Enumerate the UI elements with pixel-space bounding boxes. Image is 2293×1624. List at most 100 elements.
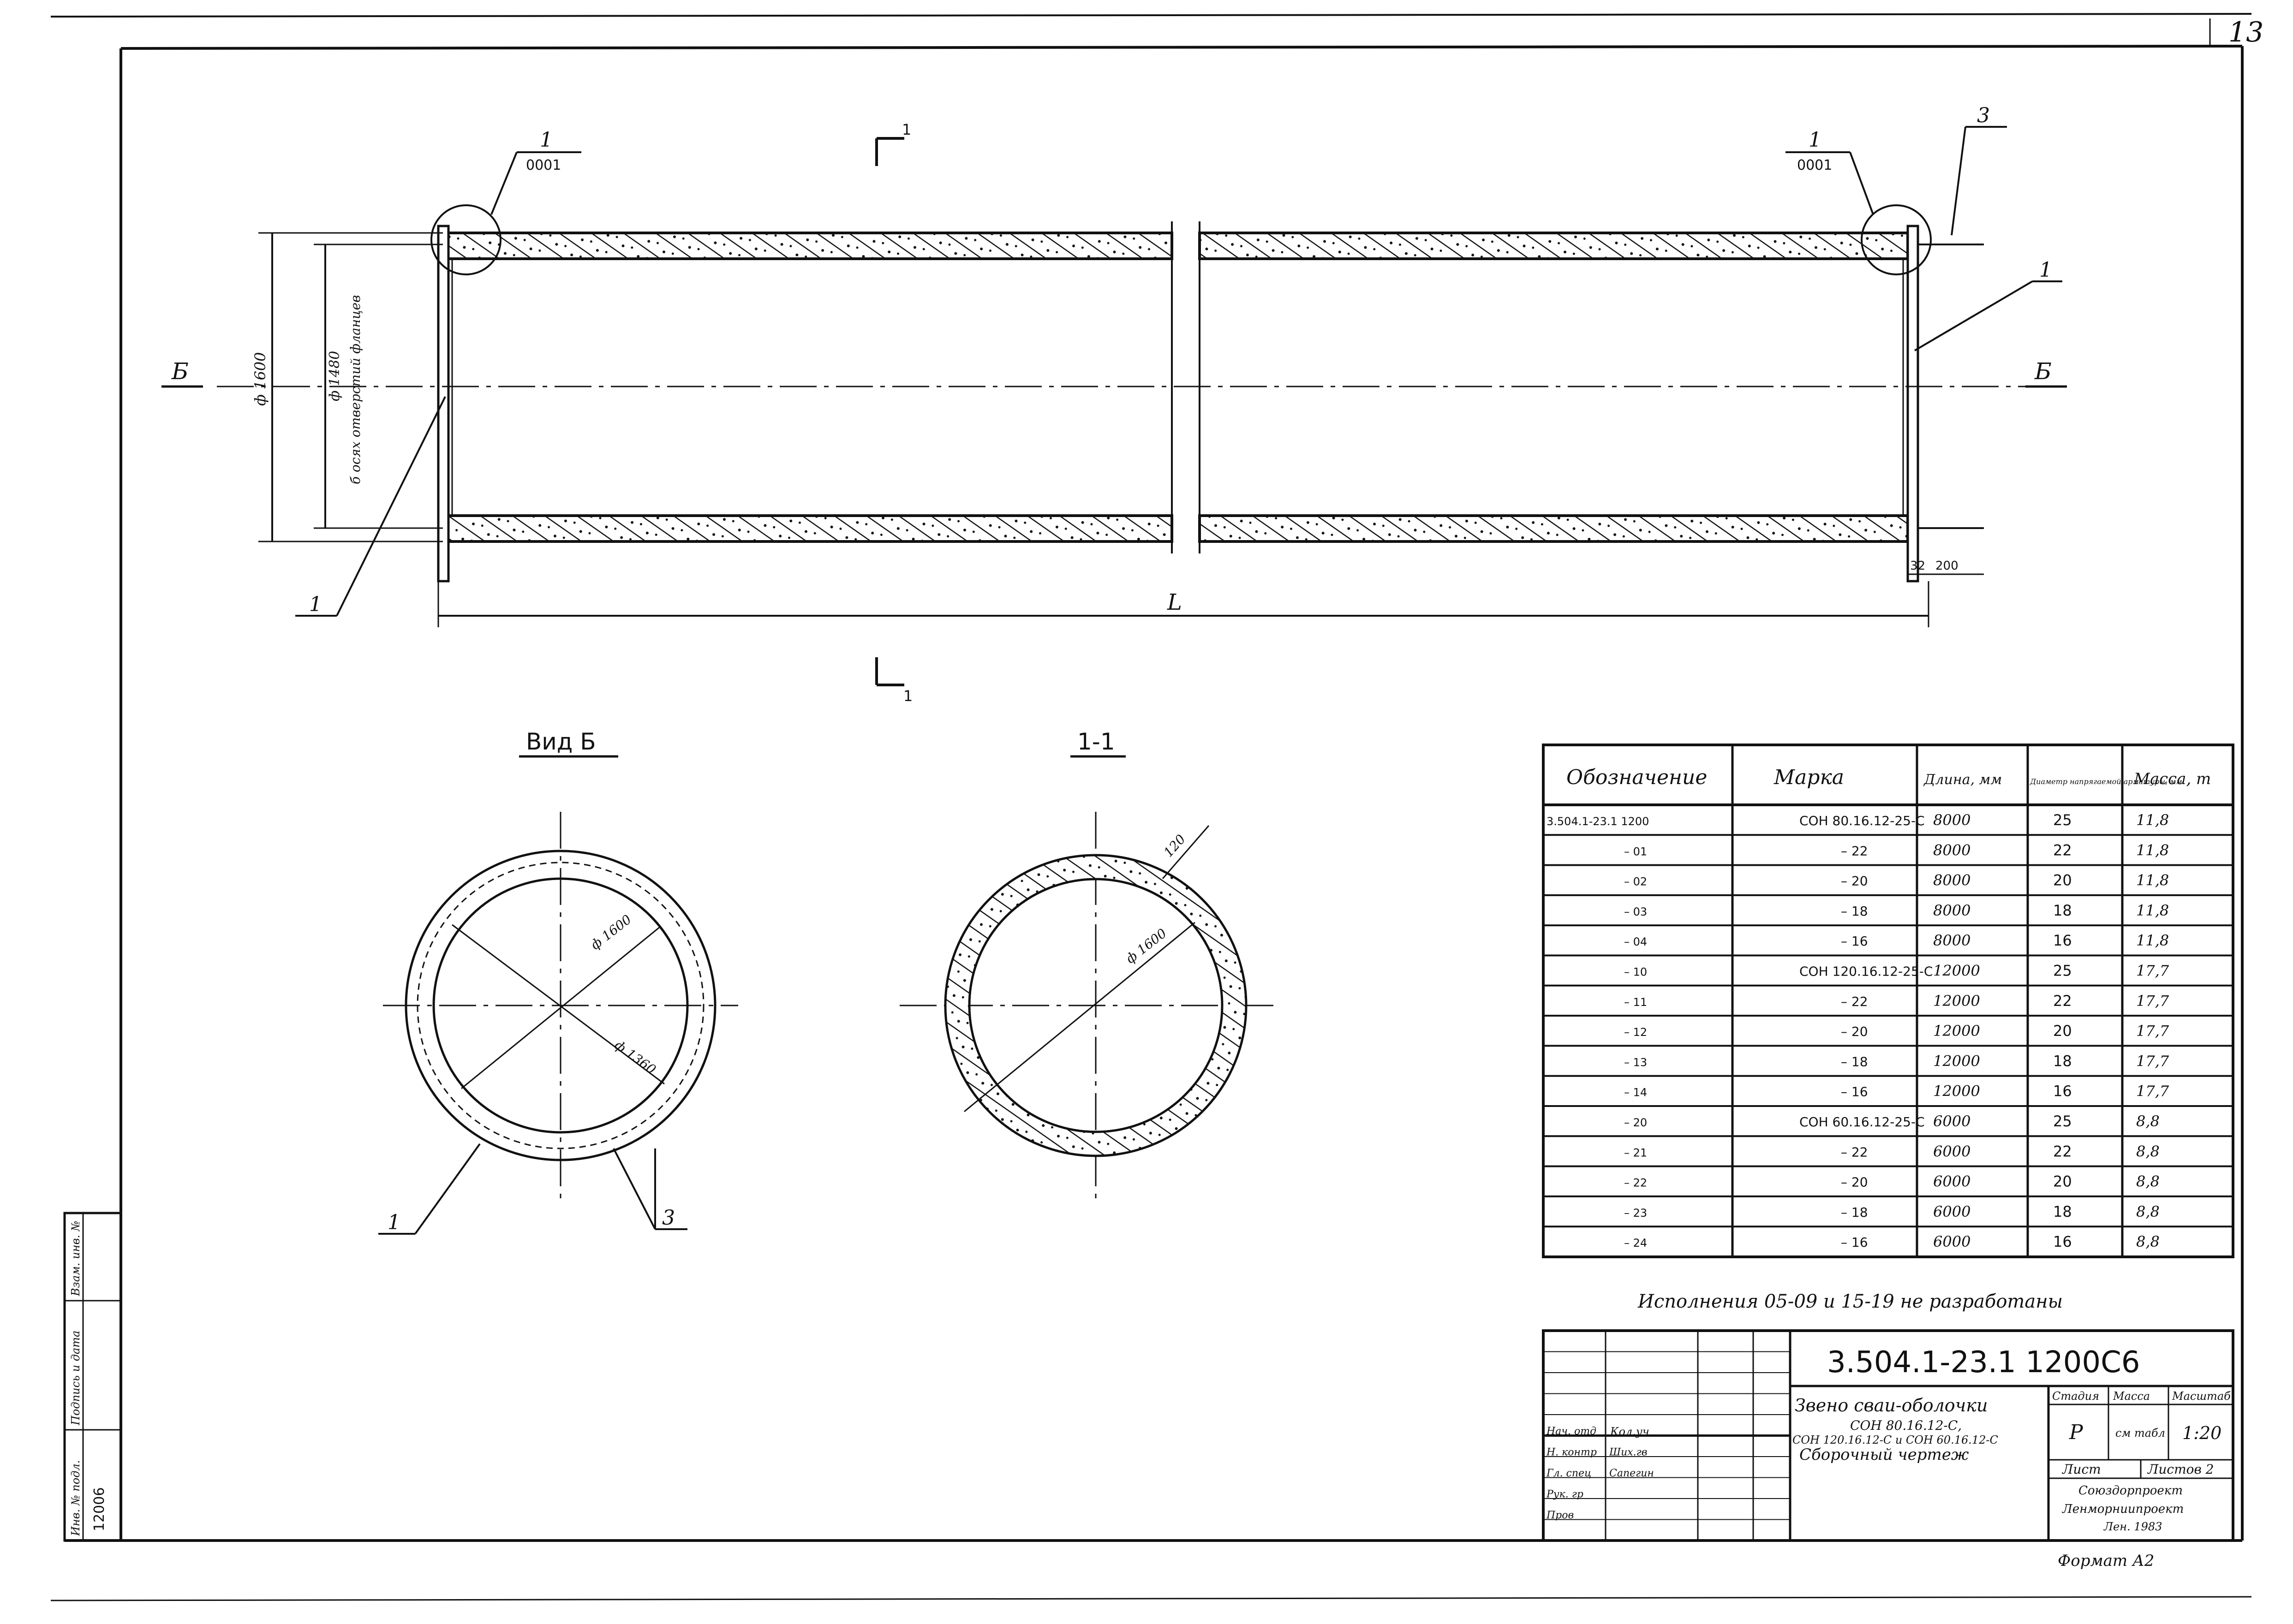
view-b-title: Вид Б (526, 728, 596, 755)
spec-cell: – 22 (1841, 1144, 1868, 1160)
title-code: 3.504.1-23.1 1200С6 (1827, 1345, 2140, 1380)
svg-text:ф 1600: ф 1600 (251, 352, 269, 406)
title-role: Н. контр (1546, 1447, 1597, 1458)
title-name-4: Сборочный чертеж (1799, 1446, 1969, 1464)
bottom-wall-right (1198, 514, 1909, 543)
spec-cell: СОН 80.16.12-25-С (1799, 813, 1925, 828)
leader-pos-1-right: 1 (1914, 258, 2062, 351)
spec-header-mass: Масса, т (2133, 770, 2211, 788)
spec-cell: 8,8 (2136, 1112, 2160, 1130)
spec-cell: 3.504.1-23.1 1200 (1547, 815, 1649, 828)
spec-cell: 22 (2053, 1142, 2072, 1160)
spec-cell: – 20 (1624, 1116, 1647, 1129)
view-arrow-right: Б (2025, 358, 2067, 388)
spec-cell: 8000 (1933, 841, 1971, 859)
section-title: 1-1 (1077, 728, 1115, 755)
spec-cell: – 18 (1841, 1205, 1868, 1220)
title-name-1: Звено сваи-оболочки (1795, 1395, 1988, 1416)
svg-text:12006: 12006 (91, 1487, 107, 1531)
title-stage: Р (2069, 1421, 2084, 1444)
spec-cell: – 21 (1624, 1146, 1647, 1159)
dimension-outer-diameter: ф 1600 (251, 232, 443, 542)
spec-cell: – 02 (1624, 875, 1647, 888)
spec-cell: – 18 (1841, 904, 1868, 919)
spec-note: Исполнения 05-09 и 15-19 не разработаны (1637, 1291, 2063, 1312)
svg-text:1: 1 (903, 687, 913, 705)
title-name-2: СОН 80.16.12-С, (1850, 1418, 1962, 1433)
svg-text:Б: Б (171, 358, 189, 385)
title-mass: см табл (2115, 1427, 2165, 1440)
svg-text:Инв. № подл.: Инв. № подл. (69, 1460, 82, 1536)
spec-cell: 22 (2053, 992, 2072, 1010)
spec-cell: – 22 (1624, 1177, 1647, 1190)
svg-text:ф 1600: ф 1600 (588, 912, 634, 953)
section-mark-top: 1 (875, 121, 911, 166)
svg-text:0001: 0001 (1797, 157, 1832, 173)
spec-cell: 8000 (1933, 872, 1971, 889)
spec-cell: 8,8 (2136, 1203, 2160, 1220)
spec-cell: 6000 (1933, 1173, 1971, 1190)
spec-cell: 8,8 (2136, 1142, 2160, 1160)
svg-text:ф 1480: ф 1480 (327, 351, 343, 401)
title-role: Гл. спец (1546, 1468, 1591, 1479)
title-role: Нач. отд (1546, 1426, 1596, 1437)
svg-text:1: 1 (540, 128, 553, 152)
spec-cell: – 03 (1624, 905, 1647, 918)
spec-header-designation: Обозначение (1566, 766, 1707, 789)
spec-header-mark: Марка (1773, 766, 1844, 789)
spec-cell: – 20 (1841, 1175, 1868, 1190)
spec-cell: – 24 (1624, 1237, 1647, 1249)
svg-text:ф 1600: ф 1600 (1123, 926, 1170, 967)
svg-text:1: 1 (309, 593, 322, 616)
spec-cell: 8,8 (2136, 1173, 2160, 1190)
spec-cell: 8000 (1933, 932, 1971, 949)
svg-text:Подпись и дата: Подпись и дата (69, 1331, 82, 1426)
spec-cell: СОН 60.16.12-25-С (1799, 1114, 1925, 1130)
svg-text:Взам. инв. №: Взам. инв. № (69, 1221, 82, 1297)
side-stamp: Взам. инв. № Подпись и дата Инв. № подл.… (63, 1212, 122, 1542)
dimension-bolt-circle: ф 1480 б осях отверстий фланцев (314, 244, 443, 529)
spec-cell: – 16 (1841, 934, 1868, 949)
svg-text:120: 120 (1161, 832, 1188, 860)
sheet-number: 13 (2228, 16, 2263, 48)
title-header-col: Кол.уч (1610, 1425, 1649, 1438)
sheet-frame (50, 13, 2252, 1601)
spec-cell: – 16 (1841, 1235, 1868, 1250)
spec-cell: 22 (2053, 841, 2072, 859)
spec-cell: 11,8 (2136, 932, 2169, 949)
title-col-mass: Масса (2113, 1390, 2150, 1403)
spec-cell: 20 (2053, 1022, 2072, 1040)
spec-cell: 12000 (1933, 1083, 1980, 1100)
spec-cell: – 13 (1624, 1056, 1647, 1069)
spec-cell: 25 (2053, 1112, 2072, 1130)
spec-cell: 16 (2053, 932, 2072, 949)
spec-cell: – 18 (1841, 1054, 1868, 1069)
spec-cell: 16 (2053, 1233, 2072, 1250)
dimension-length: L (437, 581, 1929, 627)
section-1-1: 1-1 ф 1600 120 (900, 728, 1273, 1204)
title-col-stage: Стадия (2052, 1390, 2099, 1403)
view-b: Вид Б ф 1600 ф 1360 1 3 (378, 728, 738, 1235)
svg-text:0001: 0001 (526, 157, 561, 173)
spec-cell: 17,7 (2136, 1022, 2169, 1040)
title-org-3: Лен. 1983 (2103, 1520, 2162, 1533)
spec-cell: 20 (2053, 1173, 2072, 1190)
svg-text:3: 3 (662, 1206, 675, 1230)
spec-cell: – 20 (1841, 1024, 1868, 1039)
spec-cell: – 16 (1841, 1084, 1868, 1100)
svg-text:1: 1 (388, 1211, 400, 1234)
spec-cell: 6000 (1933, 1112, 1971, 1130)
top-wall-right (1198, 232, 1909, 260)
spec-cell: 25 (2053, 811, 2072, 829)
svg-text:L: L (1167, 589, 1182, 615)
spec-cell: – 12 (1624, 1026, 1647, 1039)
pile-elevation (217, 204, 2044, 583)
spec-header-length: Длина, мм (1923, 772, 2002, 788)
spec-cell: 12000 (1933, 962, 1980, 980)
title-block: 3.504.1-23.1 1200С6 Звено сваи-оболочки … (1542, 1329, 2234, 1542)
title-role: Пров (1546, 1510, 1574, 1521)
leader-pos-3: 3 (1951, 104, 2007, 236)
spec-cell: 18 (2053, 902, 2072, 919)
spec-cell: СОН 120.16.12-25-С (1799, 964, 1933, 979)
